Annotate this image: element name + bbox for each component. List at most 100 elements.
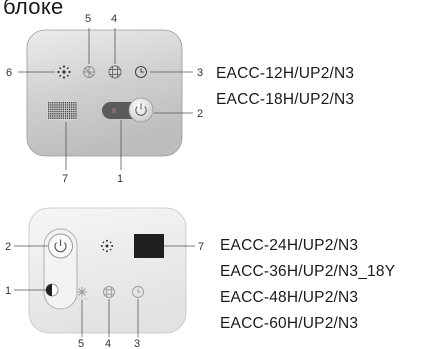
display-pixel [69,106,71,108]
display-pixel [48,106,50,108]
display-pixel [71,110,73,113]
display-pixel [58,106,60,108]
display-pixel [73,106,75,108]
display-pixel [52,110,54,113]
power-icon [135,103,147,116]
display-pixel [54,115,56,117]
display-pixel [58,115,60,117]
display-pixel [52,106,54,108]
display-pixel [62,110,64,113]
display-pixel [54,110,56,113]
display-pixel [66,113,69,115]
led-indicator [112,108,116,113]
display-pixel [73,108,75,111]
display-pixel [60,102,62,104]
display-pixel [58,104,60,106]
display-pixel [56,115,58,117]
display-pixel [75,104,77,106]
display-pixel [62,117,64,119]
display-pixel [75,102,77,104]
display-pixel [54,117,56,119]
display-pixel [64,113,67,115]
display-pixel [48,102,50,104]
dot-matrix-display [48,102,77,119]
grid-icon [108,65,122,79]
display-pixel [48,113,50,115]
display-pixel [60,115,62,117]
display-pixel [48,104,50,106]
display-pixel [50,117,52,119]
display-pixel [52,108,54,111]
display-pixel [62,113,64,115]
callout-3: 3 [134,338,140,349]
display-pixel [50,115,52,117]
display-pixel [66,106,69,108]
display-pixel [69,104,71,106]
callout-7: 7 [198,241,204,253]
display-pixel [62,115,64,117]
callout-3: 3 [197,67,203,79]
clock-icon [132,286,144,298]
display-pixel [54,102,56,104]
display-pixel [58,110,60,113]
display-pixel [62,108,64,111]
snowflake-icon [76,287,88,300]
display-pixel [66,104,69,106]
display-pixel [56,108,58,111]
display-pixel [50,104,52,106]
callout-7: 7 [62,173,68,185]
display-pixel [48,115,50,117]
display-pixel [60,106,62,108]
fan-icon [57,65,71,79]
callout-5: 5 [78,338,84,349]
display-pixel [62,102,64,104]
display-pixel [56,104,58,106]
model-label: EACC-60H/UP2/N3 [220,315,359,332]
display-pixel [54,106,56,108]
display-pixel [66,115,69,117]
title: блоке [3,0,64,19]
display-pixel [75,117,77,119]
callout-6: 6 [6,67,12,79]
callout-2: 2 [197,108,203,120]
power-button[interactable] [128,97,154,123]
display-pixel [75,106,77,108]
display-pixel [52,104,54,106]
callout-2: 2 [5,241,11,253]
display-pixel [58,113,60,115]
display-pixel [60,110,62,113]
display-pixel [75,113,77,115]
display-pixel [69,117,71,119]
display-pixel [54,108,56,111]
display-pixel [50,106,52,108]
display-pixel [56,110,58,113]
display-pixel [56,117,58,119]
display-pixel [60,117,62,119]
callout-4: 4 [111,13,117,25]
display-pixel [64,110,67,113]
display-pixel [64,102,67,104]
display-pixel [73,117,75,119]
display-pixel [71,108,73,111]
display-pixel [52,113,54,115]
display-icon [47,101,77,120]
display-pixel [66,102,69,104]
top-panel: 6 5 4 3 2 1 7 [6,13,203,185]
callout-1: 1 [5,285,11,297]
display-pixel [69,110,71,113]
grid-icon [103,286,115,298]
power-icon [54,239,67,253]
model-label: EACC-12H/UP2/N3 [216,65,355,82]
display-pixel [56,102,58,104]
display-pixel [54,104,56,106]
display-pixel [75,110,77,113]
callout-1: 1 [117,173,123,185]
display-pixel [69,115,71,117]
display-pixel [60,113,62,115]
model-label: EACC-24H/UP2/N3 [220,237,359,254]
model-label: EACC-18H/UP2/N3 [216,91,355,108]
display-pixel [50,102,52,104]
display-pixel [69,108,71,111]
display-pixel [71,104,73,106]
